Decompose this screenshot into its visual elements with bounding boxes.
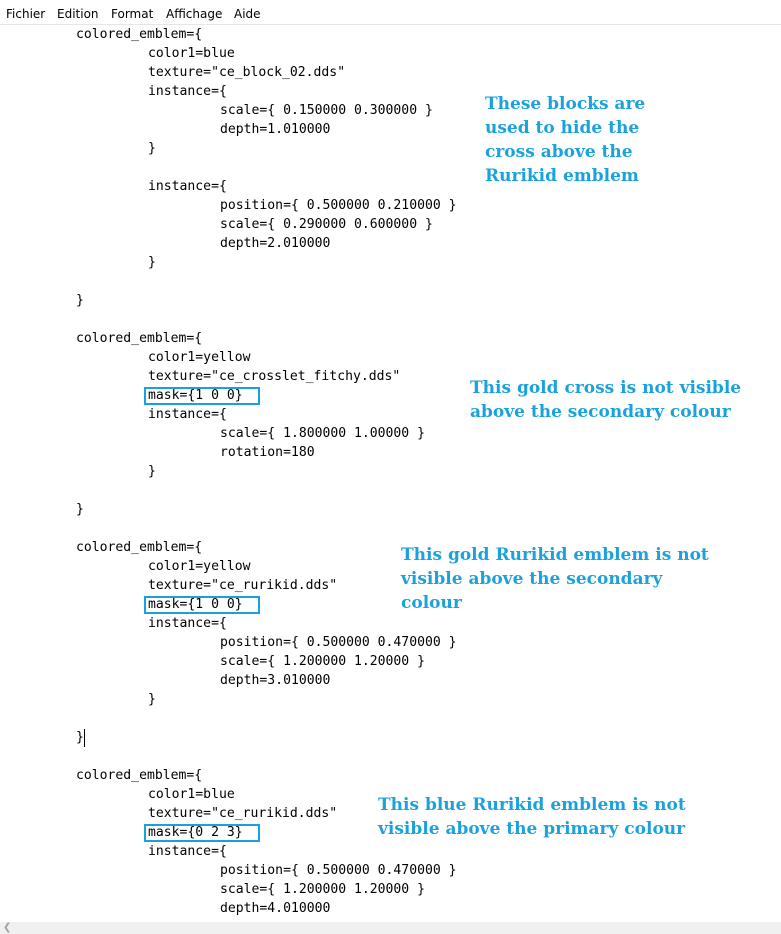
code-line[interactable]: position={ 0.500000 0.470000 } [220, 863, 457, 878]
code-line[interactable]: scale={ 1.800000 1.00000 } [220, 426, 425, 441]
code-line[interactable]: } [76, 293, 84, 308]
annotation-note: This gold cross is not visible above the… [470, 378, 742, 422]
code-line[interactable]: depth=1.010000 [220, 122, 331, 137]
code-line[interactable]: mask={1 0 0} [148, 597, 243, 612]
code-line[interactable]: color1=yellow [148, 559, 251, 574]
code-line[interactable]: color1=blue [148, 46, 235, 61]
code-line[interactable]: depth=4.010000 [220, 901, 331, 916]
text-editor[interactable]: colored_emblem={ color1=blue texture="ce_b… [0, 26, 781, 922]
code-line[interactable]: texture="ce_rurikid.dds" [148, 578, 338, 593]
code-line[interactable]: instance={ [148, 407, 227, 422]
mask-highlight-box [144, 387, 260, 405]
code-line[interactable]: } [76, 730, 84, 745]
code-line[interactable]: mask={1 0 0} [148, 388, 243, 403]
code-line[interactable]: scale={ 1.200000 1.20000 } [220, 882, 425, 897]
menu-item-edition[interactable]: Edition [57, 7, 99, 21]
code-line[interactable]: } [76, 502, 84, 517]
code-line[interactable]: instance={ [148, 844, 227, 859]
code-line[interactable]: texture="ce_crosslet_fitchy.dds" [148, 369, 401, 384]
code-line[interactable]: mask={0 2 3} [148, 825, 243, 840]
menu-item-aide[interactable]: Aide [234, 7, 261, 21]
code-line[interactable]: colored_emblem={ [76, 331, 203, 346]
code-line[interactable]: colored_emblem={ [76, 540, 203, 555]
horizontal-scrollbar[interactable]: ❮ [0, 922, 781, 934]
code-line[interactable]: colored_emblem={ [76, 768, 203, 783]
code-line[interactable]: depth=2.010000 [220, 236, 331, 251]
annotation-note: This blue Rurikid emblem is not visible … [378, 795, 686, 839]
annotation-note: These blocks are used to hide the cross … [485, 94, 646, 186]
chevron-left-icon[interactable]: ❮ [3, 922, 12, 933]
code-line[interactable]: color1=blue [148, 787, 235, 802]
mask-highlight-box [144, 596, 260, 614]
menu-bar: Fichier Edition Format Affichage Aide [0, 0, 781, 25]
code-line[interactable]: instance={ [148, 84, 227, 99]
menu-item-fichier[interactable]: Fichier [6, 7, 46, 21]
text-caret [84, 729, 85, 747]
mask-highlight-box [144, 824, 260, 842]
code-line[interactable]: texture="ce_rurikid.dds" [148, 806, 338, 821]
code-line[interactable]: scale={ 1.200000 1.20000 } [220, 654, 425, 669]
code-line[interactable]: texture="ce_block_02.dds" [148, 65, 346, 80]
code-line[interactable]: instance={ [148, 179, 227, 194]
annotation-note: This gold Rurikid emblem is not visible … [401, 545, 709, 613]
code-line[interactable]: scale={ 0.290000 0.600000 } [220, 217, 433, 232]
code-line[interactable]: rotation=180 [220, 445, 315, 460]
code-line[interactable]: } [148, 141, 156, 156]
code-line[interactable]: } [148, 692, 156, 707]
menu-item-format[interactable]: Format [111, 7, 154, 21]
code-line[interactable]: instance={ [148, 616, 227, 631]
code-line[interactable]: position={ 0.500000 0.470000 } [220, 635, 457, 650]
code-line[interactable]: colored_emblem={ [76, 27, 203, 42]
code-line[interactable]: scale={ 0.150000 0.300000 } [220, 103, 433, 118]
code-line[interactable]: depth=3.010000 [220, 673, 331, 688]
code-line[interactable]: color1=yellow [148, 350, 251, 365]
code-line[interactable]: } [148, 464, 156, 479]
code-line[interactable]: } [148, 255, 156, 270]
code-line[interactable]: position={ 0.500000 0.210000 } [220, 198, 457, 213]
menu-item-affichage[interactable]: Affichage [166, 7, 223, 21]
